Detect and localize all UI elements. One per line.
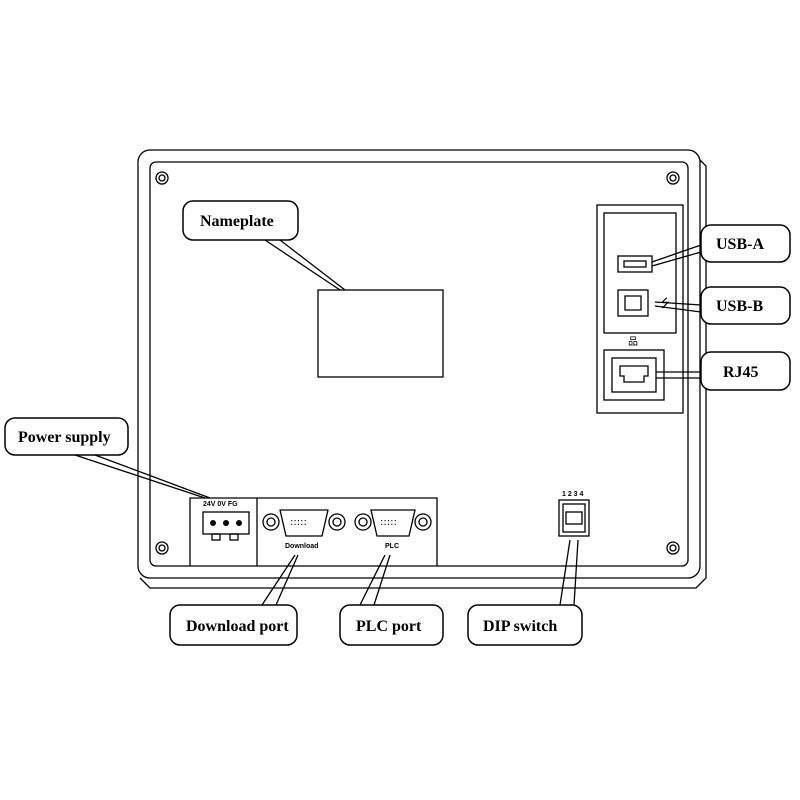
svg-text:Nameplate: Nameplate <box>200 213 274 230</box>
communication-module: ⭍ 品 <box>596 204 684 414</box>
callout-plc-port: PLC port <box>339 604 444 646</box>
screw-icon <box>666 541 680 555</box>
nameplate-area <box>317 289 444 378</box>
rj45-port <box>603 349 665 401</box>
svg-text::::::: ::::: <box>380 517 397 528</box>
svg-text:USB-B: USB-B <box>716 298 763 315</box>
power-terminal-label: 24V 0V FG <box>203 501 238 508</box>
callout-nameplate: Nameplate <box>182 200 299 241</box>
usb-b-port <box>617 289 649 317</box>
svg-text:Download port: Download port <box>186 618 289 635</box>
dip-numbers: 1 2 3 4 <box>562 491 584 498</box>
callout-usb-b: USB-B <box>700 286 791 325</box>
svg-text:PLC port: PLC port <box>356 618 422 635</box>
dip-switch: 1 2 3 4 <box>558 491 590 537</box>
screw-icon <box>155 541 169 555</box>
callout-power-supply: Power supply <box>4 417 129 456</box>
usb-a-port <box>617 255 653 273</box>
download-db9-connector: ::::: <box>262 509 346 537</box>
callout-download-port: Download port <box>169 604 298 646</box>
svg-text::::::: ::::: <box>290 517 307 528</box>
screw-icon <box>155 171 169 185</box>
plc-label: PLC <box>385 543 399 550</box>
svg-text:Power supply: Power supply <box>18 429 111 446</box>
network-icon: 品 <box>628 336 638 348</box>
power-connector <box>202 511 250 535</box>
callout-usb-a: USB-A <box>700 224 791 263</box>
callout-rj45: RJ45 <box>700 351 791 391</box>
screw-icons <box>155 171 680 555</box>
leader-lines <box>74 239 702 606</box>
device-housing <box>137 149 707 589</box>
svg-text:DIP switch: DIP switch <box>483 618 557 635</box>
screw-icon <box>666 171 680 185</box>
download-label: Download <box>285 543 318 550</box>
svg-text:RJ45: RJ45 <box>723 364 759 381</box>
plc-db9-connector: ::::: <box>354 509 432 537</box>
svg-text:USB-A: USB-A <box>716 236 764 253</box>
port-strip: 24V 0V FG ::::: Download ::::: PLC <box>189 497 438 566</box>
callout-dip-switch: DIP switch <box>467 604 583 646</box>
